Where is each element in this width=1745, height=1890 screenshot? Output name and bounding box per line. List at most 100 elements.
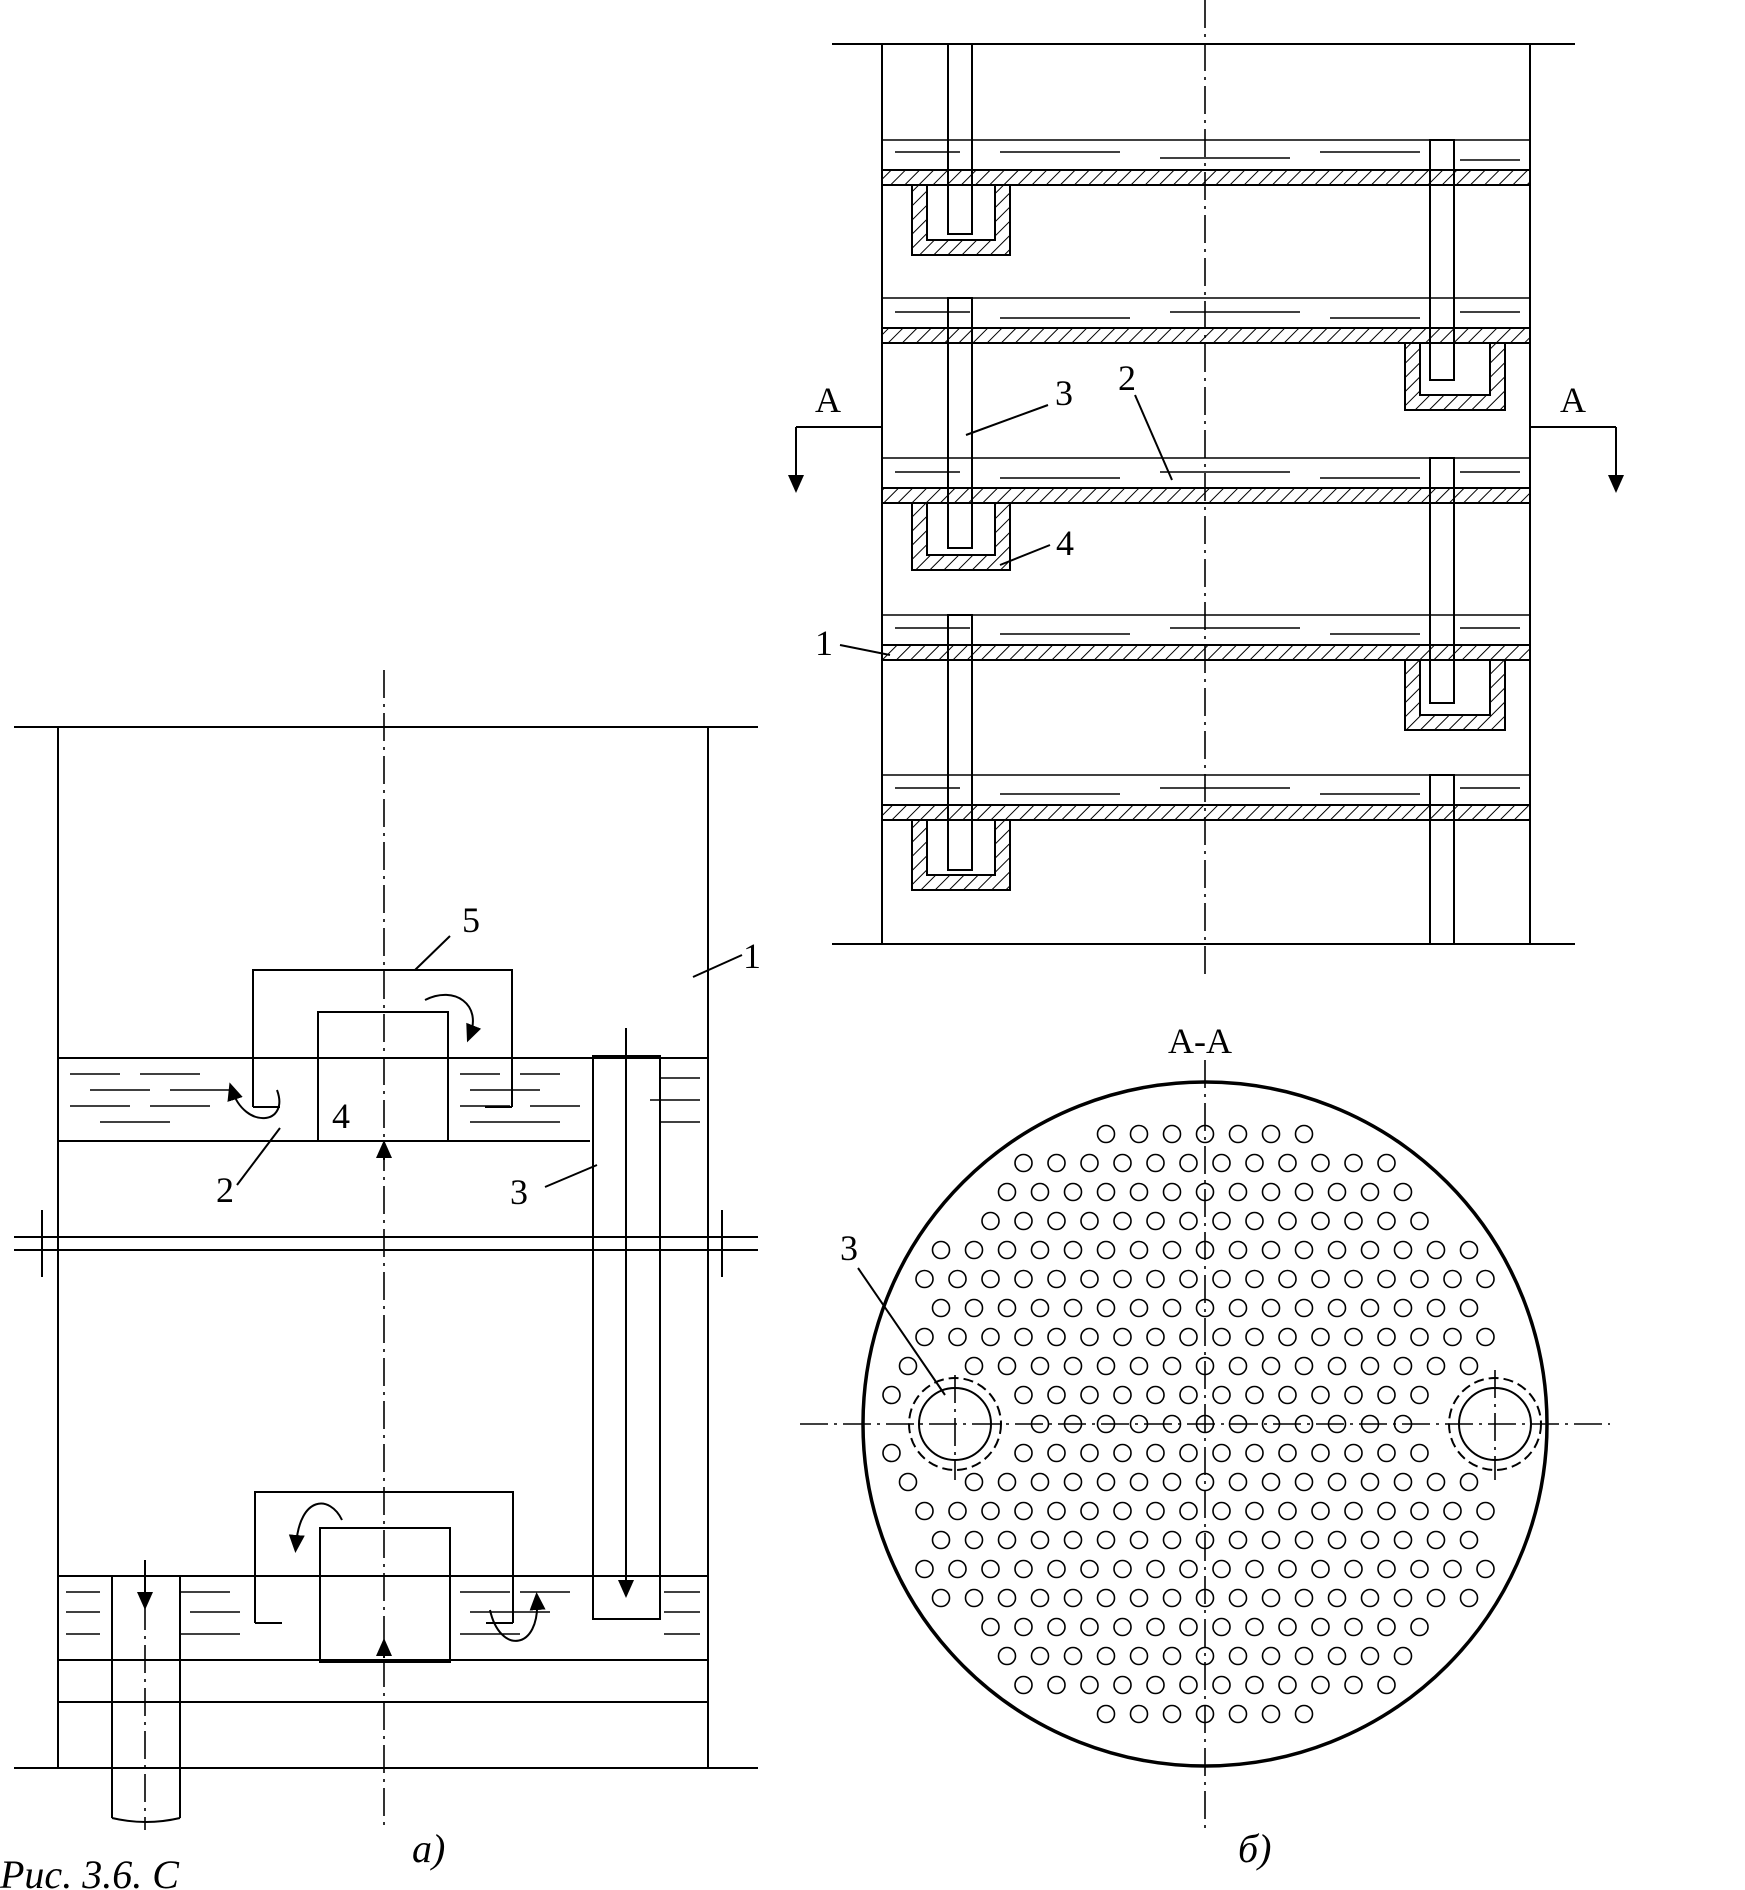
section-mark-a — [788, 426, 1624, 493]
sieve-hole — [1080, 1327, 1099, 1347]
sieve-hole — [1014, 1327, 1033, 1347]
sieve-hole — [1113, 1443, 1132, 1463]
sieve-hole — [1426, 1588, 1446, 1608]
subfigure-a-label: а) — [412, 1826, 445, 1871]
sieve-hole — [1113, 1617, 1132, 1637]
sieve-hole — [1443, 1501, 1462, 1521]
sieve-hole — [1278, 1269, 1297, 1289]
sieve-hole — [931, 1298, 951, 1318]
sieve-hole — [1014, 1559, 1033, 1579]
sieve-hole — [1261, 1414, 1281, 1434]
sieve-hole — [1410, 1559, 1429, 1579]
sieve-hole — [1377, 1153, 1396, 1173]
sieve-hole — [1212, 1443, 1231, 1463]
sieve-hole — [1311, 1617, 1330, 1637]
sieve-hole — [1261, 1298, 1281, 1318]
sieve-hole — [1212, 1211, 1231, 1231]
sieve-hole — [1261, 1646, 1281, 1666]
sieve-hole — [1212, 1559, 1231, 1579]
sieve-hole — [1278, 1559, 1297, 1579]
sieve-hole — [882, 1385, 901, 1405]
sieve-hole — [931, 1240, 951, 1260]
sieve-hole — [1327, 1182, 1347, 1202]
sieve-hole — [1344, 1501, 1363, 1521]
sieve-hole — [1476, 1501, 1495, 1521]
sieve-hole — [1245, 1211, 1264, 1231]
sieve-hole — [1129, 1356, 1149, 1376]
sieve-hole — [1113, 1327, 1132, 1347]
sieve-hole — [1195, 1240, 1215, 1260]
sieve-hole — [1179, 1443, 1198, 1463]
sieve-hole — [948, 1327, 967, 1347]
sieve-hole — [1146, 1211, 1165, 1231]
sieve-hole — [964, 1472, 984, 1492]
tray-1 — [881, 139, 1531, 256]
sieve-hole — [1162, 1704, 1182, 1724]
sieve-hole — [1179, 1559, 1198, 1579]
sieve-hole — [997, 1240, 1017, 1260]
sieve-hole — [1426, 1298, 1446, 1318]
sieve-hole — [1360, 1240, 1380, 1260]
sieve-hole — [1195, 1530, 1215, 1550]
sieve-hole — [1426, 1530, 1446, 1550]
sieve-hole — [1195, 1588, 1215, 1608]
lower-liquid-layer — [58, 1575, 708, 1703]
upper-liquid-layer — [58, 1057, 708, 1142]
sieve-hole — [1080, 1559, 1099, 1579]
sieve-hole — [1327, 1530, 1347, 1550]
sieve-hole — [1459, 1298, 1479, 1318]
sieve-hole — [1047, 1153, 1066, 1173]
sieve-hole — [1047, 1501, 1066, 1521]
sieve-hole — [1245, 1675, 1264, 1695]
sieve-hole — [1344, 1385, 1363, 1405]
sieve-hole — [1030, 1588, 1050, 1608]
section-mark-left: A — [815, 380, 841, 420]
label-b-1: 1 — [815, 623, 833, 663]
sieve-hole — [1113, 1501, 1132, 1521]
sieve-hole — [1311, 1559, 1330, 1579]
sieve-hole — [1080, 1501, 1099, 1521]
sieve-hole — [997, 1530, 1017, 1550]
downcomer-left-section — [908, 1375, 1002, 1480]
sieve-holes — [882, 1124, 1495, 1724]
sieve-hole — [1195, 1124, 1215, 1144]
sieve-hole — [1426, 1356, 1446, 1376]
sieve-hole — [915, 1501, 934, 1521]
sieve-hole — [931, 1588, 951, 1608]
sieve-hole — [1228, 1414, 1248, 1434]
sieve-hole — [1047, 1559, 1066, 1579]
sieve-hole — [1047, 1327, 1066, 1347]
sieve-hole — [1360, 1472, 1380, 1492]
sieve-hole — [1014, 1675, 1033, 1695]
sieve-hole — [1179, 1501, 1198, 1521]
sieve-hole — [1030, 1182, 1050, 1202]
sieve-hole — [1195, 1356, 1215, 1376]
sieve-hole — [1476, 1559, 1495, 1579]
sieve-hole — [1294, 1530, 1314, 1550]
sieve-hole — [1212, 1327, 1231, 1347]
sieve-hole — [1179, 1327, 1198, 1347]
sieve-hole — [1113, 1675, 1132, 1695]
sieve-hole — [1410, 1327, 1429, 1347]
labels: 1 5 4 2 3 3 2 4 1 A A A-A 3 а) б) Рис. 3… — [0, 358, 1586, 1890]
sieve-hole — [1162, 1646, 1182, 1666]
sieve-hole — [1195, 1182, 1215, 1202]
sieve-hole — [1410, 1211, 1429, 1231]
figure-b — [788, 0, 1624, 975]
sieve-hole — [1294, 1472, 1314, 1492]
sieve-hole — [997, 1588, 1017, 1608]
sieve-hole — [964, 1356, 984, 1376]
sieve-hole — [1212, 1501, 1231, 1521]
sieve-hole — [1393, 1646, 1413, 1666]
label-a-4: 4 — [332, 1096, 350, 1136]
sieve-hole — [1344, 1269, 1363, 1289]
sieve-hole — [1129, 1646, 1149, 1666]
sieve-hole — [1377, 1327, 1396, 1347]
lower-bubble-cap — [254, 1491, 546, 1663]
sieve-hole — [1393, 1530, 1413, 1550]
sieve-hole — [1030, 1298, 1050, 1318]
sieve-hole — [1377, 1443, 1396, 1463]
sieve-hole — [1228, 1704, 1248, 1724]
sieve-hole — [1360, 1588, 1380, 1608]
sieve-hole — [1096, 1588, 1116, 1608]
